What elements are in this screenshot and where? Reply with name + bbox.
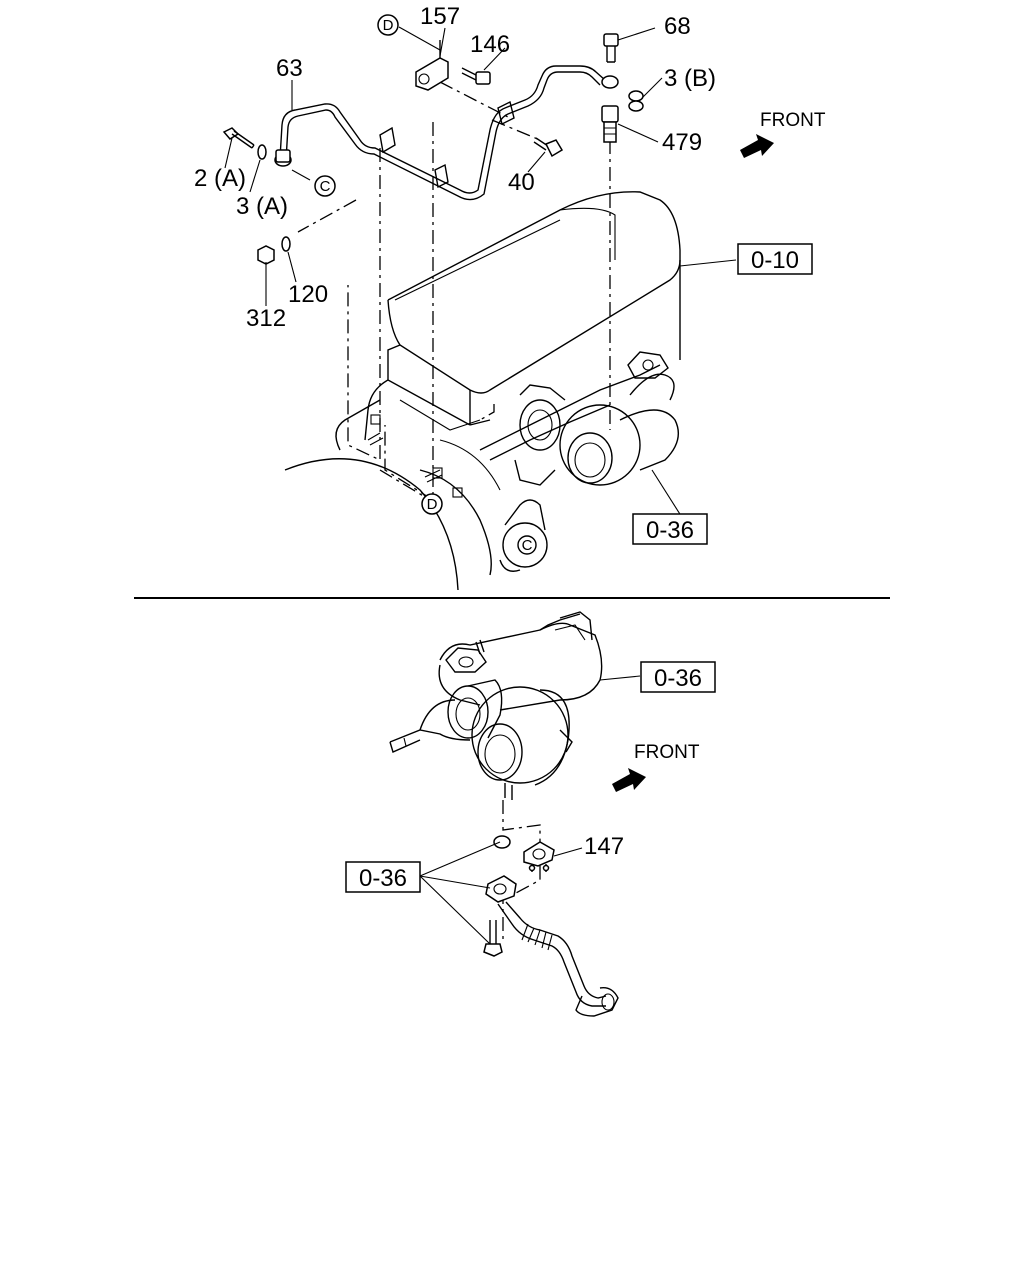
oil-drain-pipe: [485, 875, 619, 1017]
svg-text:0-10: 0-10: [751, 247, 799, 274]
front-arrow-icon: [612, 768, 646, 792]
assembly-lines-top: [297, 81, 611, 502]
bolt-146: [461, 67, 491, 85]
turbocharger-top: [479, 351, 691, 531]
leader-lines-top: [224, 26, 737, 306]
svg-text:0-36: 0-36: [359, 865, 407, 892]
washer-3a: [257, 144, 267, 160]
front-indicator-bottom: FRONT: [612, 742, 700, 792]
bolt-40: [533, 137, 564, 158]
svg-text:0-36: 0-36: [646, 517, 694, 544]
label-479: 479: [662, 129, 702, 156]
label-3a: 3 (A): [236, 193, 288, 220]
svg-text:C: C: [522, 537, 533, 554]
ref-box-0-36-turbo[interactable]: 0-36: [640, 661, 716, 693]
svg-text:0-36: 0-36: [654, 665, 702, 692]
fitting-68: [601, 75, 619, 89]
ref-box-0-36-drain[interactable]: 0-36: [345, 861, 421, 893]
gasket-147: [523, 841, 555, 872]
svg-text:FRONT: FRONT: [634, 742, 700, 763]
washers-3b: [628, 90, 644, 112]
top-view: 157 146 68 63 3 (B) 479 2 (A) 3 (A) 40 1…: [194, 3, 826, 591]
svg-text:C: C: [320, 178, 331, 195]
label-3b: 3 (B): [664, 65, 716, 92]
front-indicator-top: FRONT: [740, 110, 826, 158]
leader-lines-bottom: [419, 675, 641, 945]
label-146: 146: [470, 31, 510, 58]
svg-text:FRONT: FRONT: [760, 110, 826, 131]
label-2a: 2 (A): [194, 165, 246, 192]
bottom-view: 147 0-36 0-36 FRONT: [345, 611, 716, 1017]
o-ring: [493, 835, 511, 849]
label-312: 312: [246, 305, 286, 332]
svg-text:D: D: [427, 496, 438, 513]
label-40: 40: [508, 169, 535, 196]
circle-c-top: C: [314, 175, 336, 197]
label-147: 147: [584, 833, 624, 860]
oil-feed-pipe: [274, 65, 606, 201]
hardware-top: [222, 33, 644, 265]
ref-box-0-10[interactable]: 0-10: [737, 243, 813, 275]
label-120: 120: [288, 281, 328, 308]
label-63: 63: [276, 55, 303, 82]
circle-d-mid: D: [421, 493, 443, 515]
front-arrow-icon: [740, 134, 774, 158]
adapter-479: [601, 105, 619, 143]
bolt-2a: [222, 127, 255, 149]
svg-text:D: D: [383, 17, 394, 34]
ref-box-0-36-top[interactable]: 0-36: [632, 513, 708, 545]
label-157: 157: [420, 3, 460, 30]
circle-d-top: D: [377, 14, 399, 36]
nut-312: [257, 245, 275, 265]
engine-cover: [284, 191, 681, 591]
eye-bolt-68: [603, 33, 619, 63]
turbocharger-bottom: [389, 611, 603, 800]
washer-120: [281, 236, 291, 252]
circle-c-mid: C: [517, 535, 537, 555]
drain-bolt: [483, 920, 503, 957]
label-68: 68: [664, 13, 691, 40]
bracket-157: [415, 40, 449, 91]
